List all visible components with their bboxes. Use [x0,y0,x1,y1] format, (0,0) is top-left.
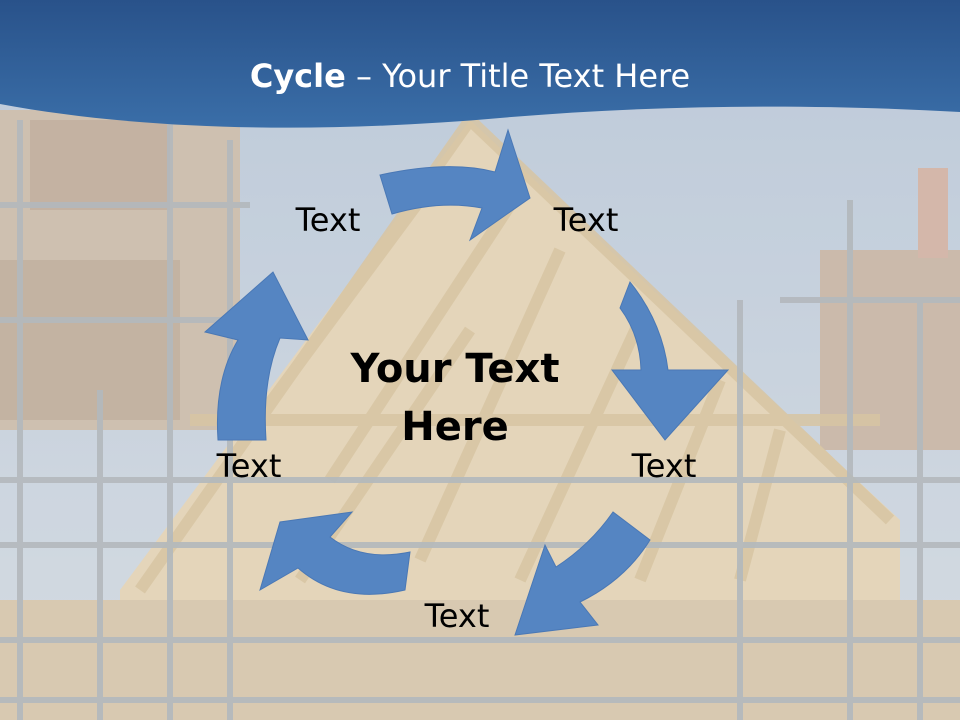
curved-arrow-icon [259,511,411,595]
cycle-node-4-label: Text [424,597,490,635]
cycle-node-1-label: Text [295,201,361,239]
curved-arrow-icon [203,271,309,441]
curved-arrow-icon [514,511,651,636]
title-banner [0,0,960,128]
cycle-node-2-label: Text [553,201,619,239]
cycle-node-5-label: Text [216,447,282,485]
curved-arrow-icon [379,128,531,242]
center-text-line-1: Your Text [350,346,560,392]
cycle-center-text: Your Text Here [305,340,605,456]
title-rest-part: – Your Title Text Here [345,57,691,95]
cycle-node-3-label: Text [631,447,697,485]
curved-arrow-icon [610,281,730,441]
center-text-line-2: Here [401,404,509,450]
title-bold-part: Cycle [249,57,346,95]
slide-title: Cycle – Your Title Text Here [0,56,940,96]
